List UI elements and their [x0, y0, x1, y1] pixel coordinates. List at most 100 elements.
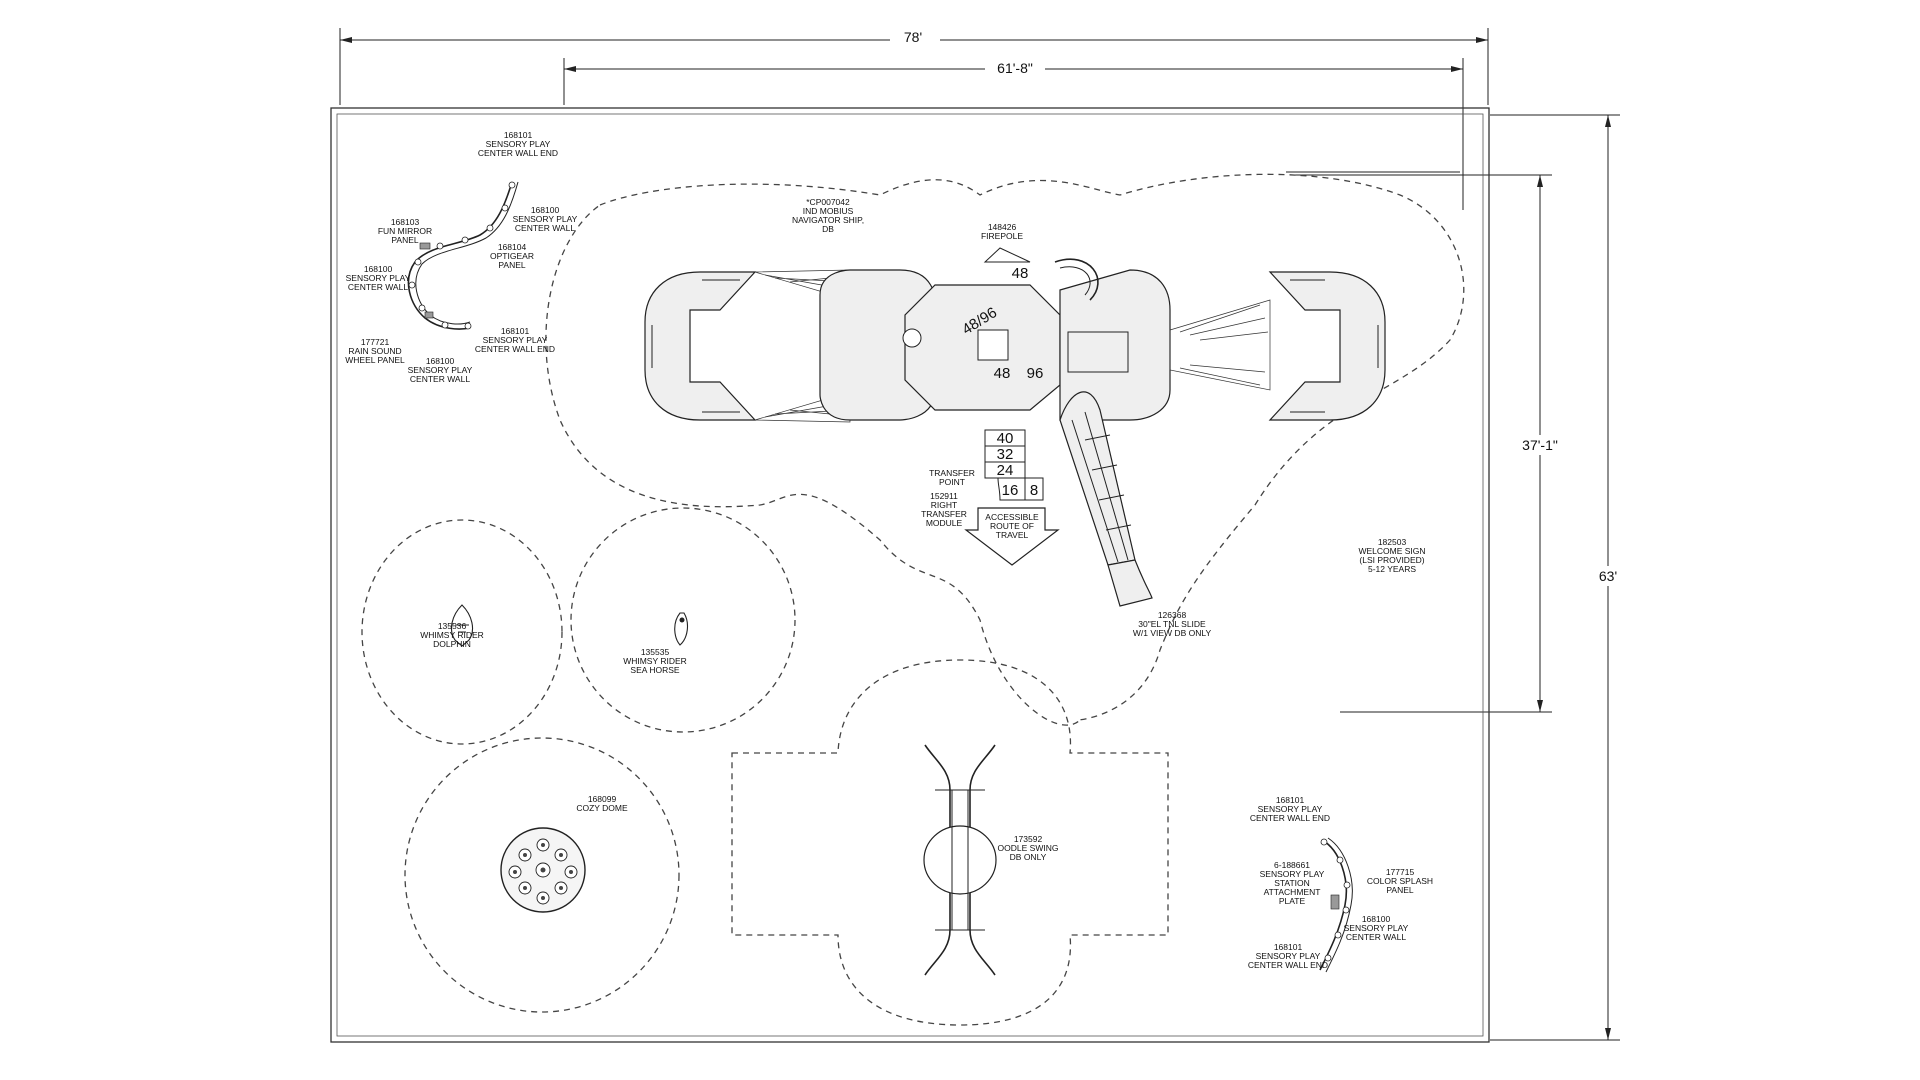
svg-text:WHIMSY RIDER: WHIMSY RIDER — [623, 656, 687, 666]
svg-text:(LSI PROVIDED): (LSI PROVIDED) — [1359, 555, 1424, 565]
svg-text:PANEL: PANEL — [391, 235, 419, 245]
deck-height-mid: 48 — [994, 365, 1011, 382]
label-color-splash: 177715 COLOR SPLASH PANEL — [1367, 867, 1433, 895]
label-firepole: 148426 FIREPOLE — [981, 222, 1023, 241]
svg-text:ATTACHMENT: ATTACHMENT — [1264, 887, 1321, 897]
cozy-dome-icon — [500, 827, 586, 913]
label-navigator-ship: *CP007042 IND MOBIUS NAVIGATOR SHIP, DB — [792, 197, 864, 234]
label-cozy-dome: 168099 COZY DOME — [576, 794, 628, 813]
svg-text:CENTER WALL: CENTER WALL — [515, 223, 575, 233]
dolphin-use-zone — [361, 519, 563, 745]
svg-text:WHIMSY RIDER: WHIMSY RIDER — [420, 630, 484, 640]
svg-text:ROUTE OF: ROUTE OF — [990, 521, 1034, 531]
svg-text:173592: 173592 — [1014, 834, 1043, 844]
svg-text:IND MOBIUS: IND MOBIUS — [803, 206, 854, 216]
label-sensory-wall-bottom-left: 168100 SENSORY PLAY CENTER WALL — [408, 356, 473, 384]
svg-text:ACCESSIBLE: ACCESSIBLE — [985, 512, 1039, 522]
dimension-overall-height: 63' — [1490, 114, 1626, 1041]
label-sensory-wall-left: 168100 SENSORY PLAY CENTER WALL — [346, 264, 411, 292]
svg-text:MODULE: MODULE — [926, 518, 963, 528]
svg-text:177715: 177715 — [1386, 867, 1415, 877]
dimension-inner-height: 37'-1" — [1290, 174, 1572, 713]
svg-text:CENTER WALL: CENTER WALL — [348, 282, 408, 292]
svg-text:CENTER WALL END: CENTER WALL END — [475, 344, 555, 354]
label-sensory-wall-br: 168100 SENSORY PLAY CENTER WALL — [1344, 914, 1409, 942]
svg-text:PANEL: PANEL — [498, 260, 526, 270]
svg-text:168100: 168100 — [1362, 914, 1391, 924]
svg-text:SENSORY PLAY: SENSORY PLAY — [408, 365, 473, 375]
site-boundary — [330, 107, 1490, 1043]
label-sensory-wall-end-left: 168101 SENSORY PLAY CENTER WALL END — [475, 326, 555, 354]
svg-text:SENSORY PLAY: SENSORY PLAY — [513, 214, 578, 224]
svg-text:CENTER WALL END: CENTER WALL END — [1250, 813, 1330, 823]
navigator-ship-structure — [644, 171, 1460, 607]
svg-text:DB: DB — [822, 224, 834, 234]
svg-text:FUN MIRROR: FUN MIRROR — [378, 226, 432, 236]
svg-text:SENSORY PLAY: SENSORY PLAY — [1256, 951, 1321, 961]
svg-text:NAVIGATOR SHIP,: NAVIGATOR SHIP, — [792, 215, 864, 225]
deck-height-top: 48 — [1012, 265, 1029, 282]
step-height-40: 40 — [997, 430, 1014, 447]
svg-text:30"EL TNL SLIDE: 30"EL TNL SLIDE — [1138, 619, 1206, 629]
svg-text:COLOR SPLASH: COLOR SPLASH — [1367, 876, 1433, 886]
svg-text:168100: 168100 — [531, 205, 560, 215]
svg-text:FIREPOLE: FIREPOLE — [981, 231, 1023, 241]
step-height-24: 24 — [997, 462, 1014, 479]
svg-text:168103: 168103 — [391, 217, 420, 227]
svg-text:SENSORY PLAY: SENSORY PLAY — [486, 139, 551, 149]
dimension-overall-width: 78' — [339, 28, 1489, 105]
svg-text:152911: 152911 — [930, 491, 958, 501]
svg-text:WHEEL PANEL: WHEEL PANEL — [345, 355, 405, 365]
deck-height-right: 96 — [1027, 365, 1044, 382]
svg-text:RIGHT: RIGHT — [931, 500, 957, 510]
svg-text:PANEL: PANEL — [1386, 885, 1414, 895]
step-height-8: 8 — [1030, 482, 1038, 499]
svg-text:CENTER WALL END: CENTER WALL END — [478, 148, 558, 158]
label-dolphin: 135536 WHIMSY RIDER DOLPHIN — [420, 621, 484, 649]
label-sensory-wall-end-top: 168101 SENSORY PLAY CENTER WALL END — [478, 130, 558, 158]
label-transfer-module: 152911 RIGHT TRANSFER MODULE — [921, 491, 967, 528]
svg-text:TRANSFER: TRANSFER — [921, 509, 967, 519]
svg-text:6-188661: 6-188661 — [1274, 860, 1310, 870]
svg-text:126368: 126368 — [1158, 610, 1187, 620]
dimension-inner-width: 61'-8" — [563, 58, 1464, 210]
label-sea-horse: 135535 WHIMSY RIDER SEA HORSE — [623, 647, 687, 675]
svg-text:DB ONLY: DB ONLY — [1010, 852, 1047, 862]
svg-text:168100: 168100 — [426, 356, 455, 366]
svg-text:W/1 VIEW DB ONLY: W/1 VIEW DB ONLY — [1133, 628, 1212, 638]
svg-text:SENSORY PLAY: SENSORY PLAY — [1260, 869, 1325, 879]
svg-text:STATION: STATION — [1274, 878, 1310, 888]
svg-text:168101: 168101 — [501, 326, 530, 336]
svg-text:CENTER WALL END: CENTER WALL END — [1248, 960, 1328, 970]
svg-text:5-12 YEARS: 5-12 YEARS — [1368, 564, 1416, 574]
svg-text:168100: 168100 — [364, 264, 393, 274]
label-welcome-sign: 182503 WELCOME SIGN (LSI PROVIDED) 5-12 … — [1358, 537, 1425, 574]
label-attachment-plate: 6-188661 SENSORY PLAY STATION ATTACHMENT… — [1260, 860, 1325, 906]
svg-text:PLATE: PLATE — [1279, 896, 1306, 906]
svg-text:COZY DOME: COZY DOME — [576, 803, 628, 813]
label-oodle-swing: 173592 OODLE SWING DB ONLY — [998, 834, 1059, 862]
cozy-dome-use-zone — [404, 737, 680, 1013]
svg-text:TRAVEL: TRAVEL — [996, 530, 1029, 540]
inner-height-label: 37'-1" — [1522, 437, 1558, 453]
label-accessible-route: ACCESSIBLE ROUTE OF TRAVEL — [985, 512, 1039, 540]
svg-text:WELCOME SIGN: WELCOME SIGN — [1358, 546, 1425, 556]
label-fun-mirror: 168103 FUN MIRROR PANEL — [378, 217, 432, 245]
svg-text:135535: 135535 — [641, 647, 670, 657]
sea-horse-rider-icon — [674, 612, 689, 646]
label-transfer-point: TRANSFER POINT — [929, 468, 975, 487]
label-rain-sound: 177721 RAIN SOUND WHEEL PANEL — [345, 337, 405, 365]
svg-text:RAIN SOUND: RAIN SOUND — [348, 346, 401, 356]
label-sensory-wall-end-br-top: 168101 SENSORY PLAY CENTER WALL END — [1250, 795, 1330, 823]
svg-text:SENSORY PLAY: SENSORY PLAY — [1258, 804, 1323, 814]
svg-text:SENSORY PLAY: SENSORY PLAY — [346, 273, 411, 283]
svg-text:168104: 168104 — [498, 242, 527, 252]
svg-text:168101: 168101 — [504, 130, 533, 140]
svg-text:SEA HORSE: SEA HORSE — [630, 665, 679, 675]
svg-text:OODLE SWING: OODLE SWING — [998, 843, 1059, 853]
inner-width-label: 61'-8" — [997, 60, 1033, 76]
svg-text:POINT: POINT — [939, 477, 965, 487]
label-sensory-wall-end-br-bottom: 168101 SENSORY PLAY CENTER WALL END — [1248, 942, 1328, 970]
sensory-wall-cluster-top-left — [407, 181, 519, 330]
